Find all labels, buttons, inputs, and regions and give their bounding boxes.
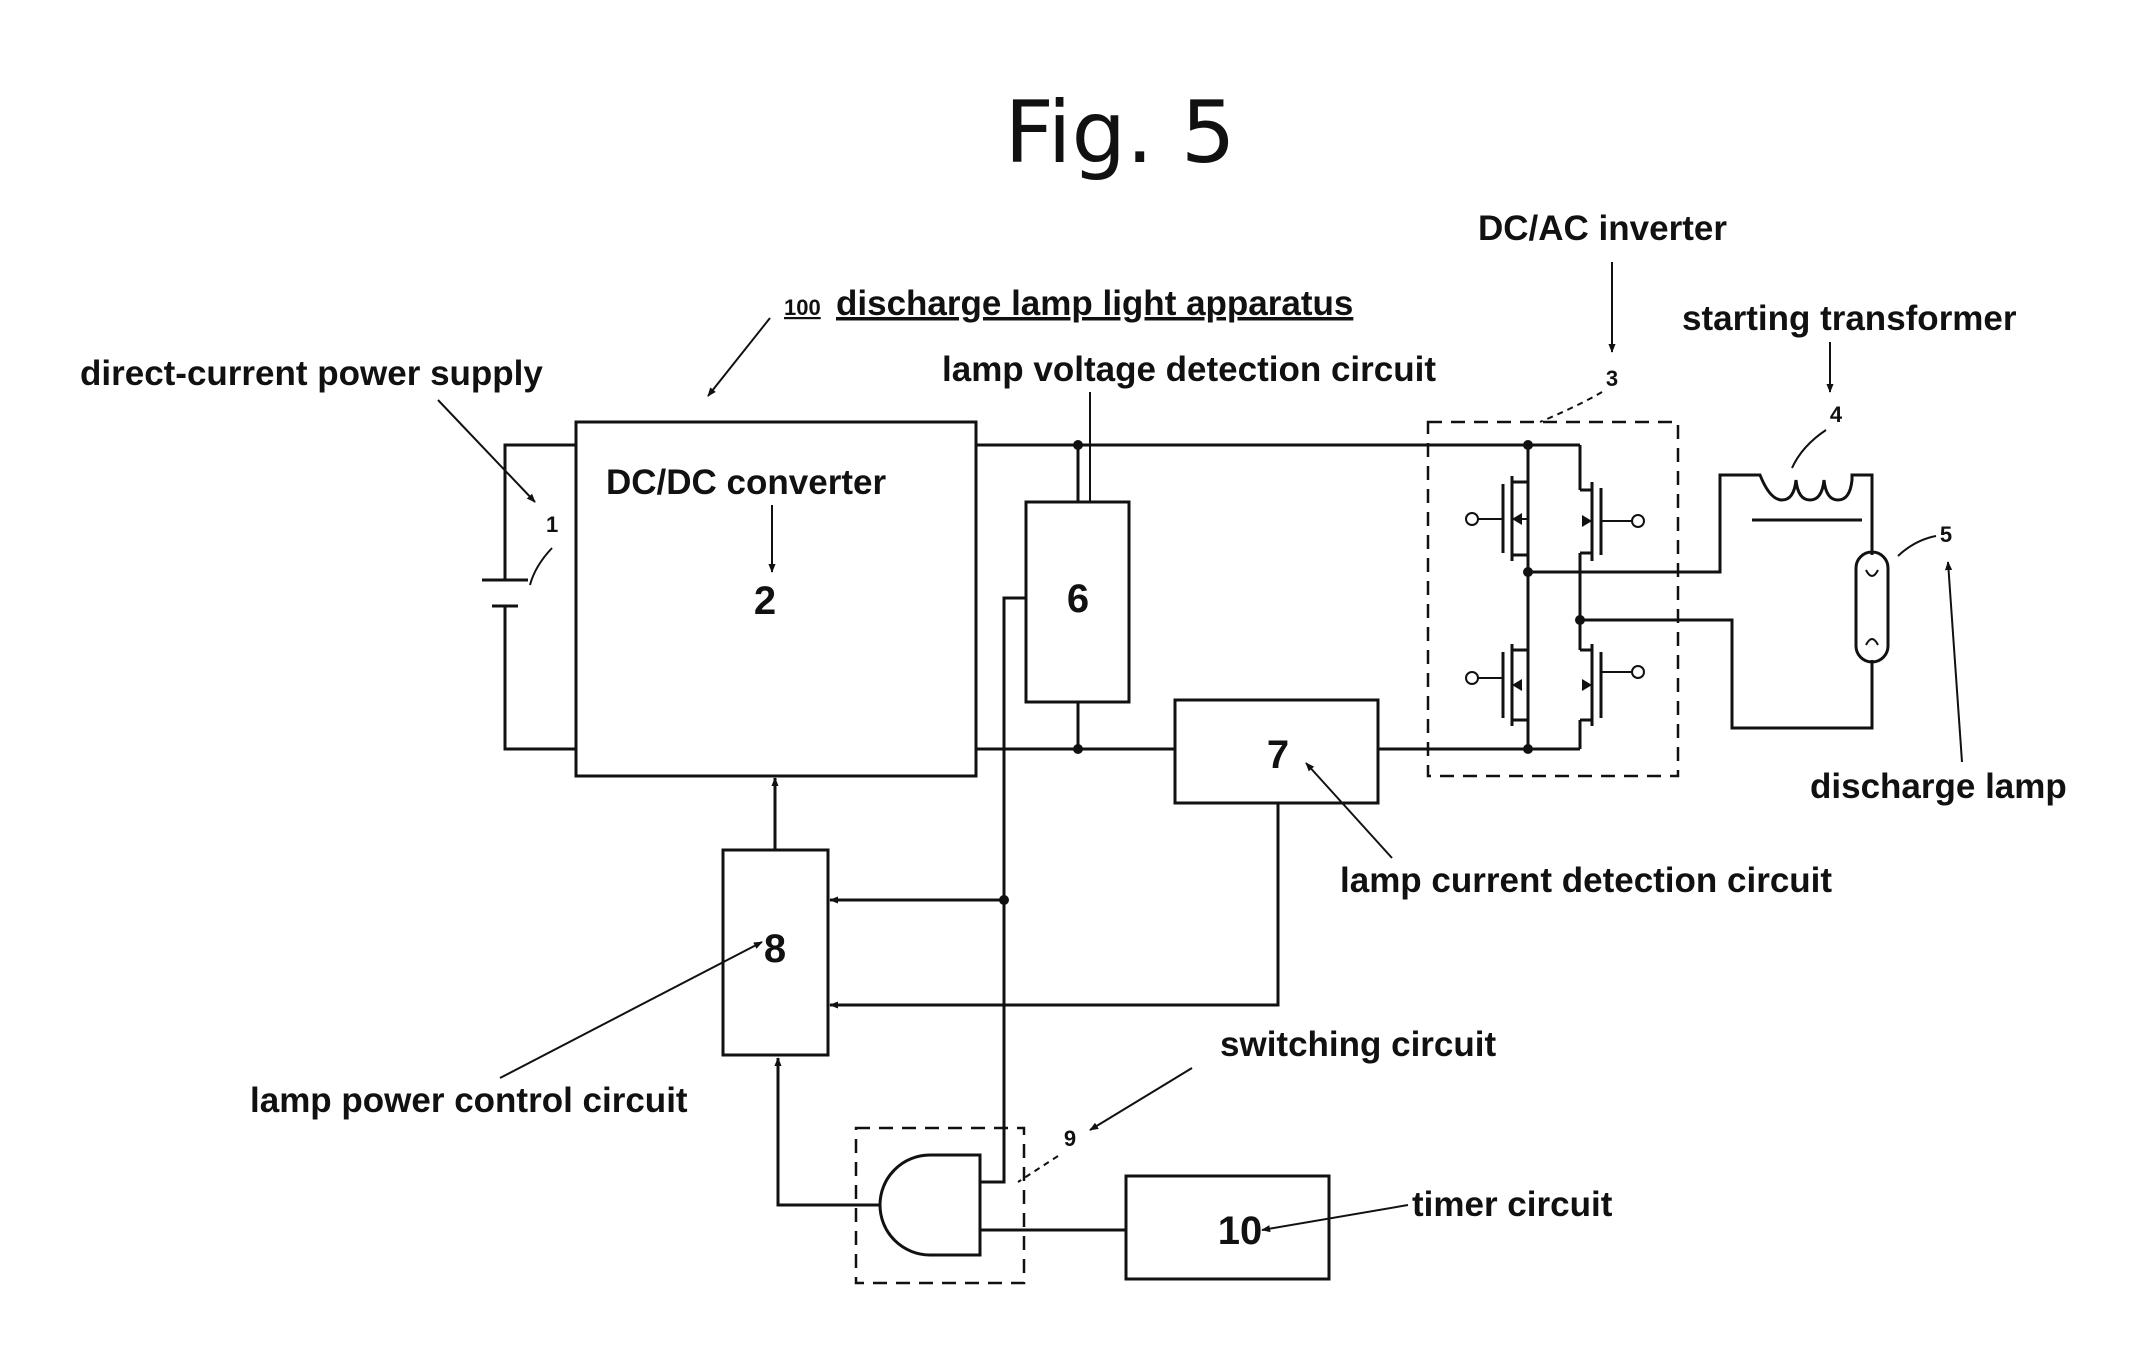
lamp-leader	[1898, 536, 1936, 556]
gate-input-from-voltage	[980, 1160, 1004, 1182]
power-control-number: 8	[764, 927, 786, 971]
power-control-label: lamp power control circuit	[250, 1081, 688, 1120]
voltage-detect-number: 6	[1067, 577, 1089, 621]
power-supply-wire	[505, 445, 576, 749]
apparatus-arrow	[708, 318, 770, 396]
junction-dot	[999, 895, 1009, 905]
power-supply-number: 1	[546, 512, 558, 537]
voltage-feedback-line	[1004, 598, 1026, 1162]
inverter-leader	[1540, 392, 1602, 422]
transformer-coil	[1738, 475, 1872, 555]
current-feedback-line	[830, 803, 1278, 1005]
gate-output-to-control	[778, 1058, 880, 1205]
inverter-output-lower	[1580, 620, 1872, 728]
power-supply-arrow	[438, 400, 535, 502]
apparatus-ref: 100	[784, 295, 821, 320]
inverter-number: 3	[1606, 366, 1618, 391]
junction-dot	[1073, 744, 1083, 754]
lamp-electrode	[1866, 570, 1878, 576]
mosfet-bridge	[1466, 440, 1644, 754]
current-detect-number: 7	[1267, 733, 1289, 777]
transformer-number: 4	[1830, 402, 1843, 427]
and-gate	[880, 1155, 980, 1255]
current-detect-label: lamp current detection circuit	[1340, 861, 1832, 900]
voltage-detect-label: lamp voltage detection circuit	[942, 350, 1436, 389]
switching-label: switching circuit	[1220, 1025, 1496, 1064]
lamp-arrow	[1948, 562, 1962, 762]
dcdc-number: 2	[754, 579, 776, 623]
dcdc-converter-label: DC/DC converter	[606, 463, 886, 502]
junction-dot	[1073, 440, 1083, 450]
inverter-dashed-box	[1428, 422, 1678, 776]
power-supply-leader	[530, 548, 552, 585]
timer-number: 10	[1218, 1209, 1263, 1253]
switching-number: 9	[1064, 1126, 1076, 1151]
timer-label: timer circuit	[1412, 1185, 1613, 1224]
lamp-number: 5	[1940, 522, 1952, 547]
inverter-label: DC/AC inverter	[1478, 209, 1727, 248]
transformer-leader	[1792, 430, 1826, 468]
lamp-label: discharge lamp	[1810, 767, 2067, 806]
lamp-electrode	[1866, 639, 1878, 645]
transformer-label: starting transformer	[1682, 299, 2017, 338]
power-supply-label: direct-current power supply	[80, 354, 543, 393]
discharge-lamp-tube	[1856, 552, 1888, 662]
switching-arrow	[1090, 1068, 1192, 1130]
figure-title: Fig. 5	[1004, 83, 1235, 183]
apparatus-label: discharge lamp light apparatus	[836, 284, 1353, 323]
